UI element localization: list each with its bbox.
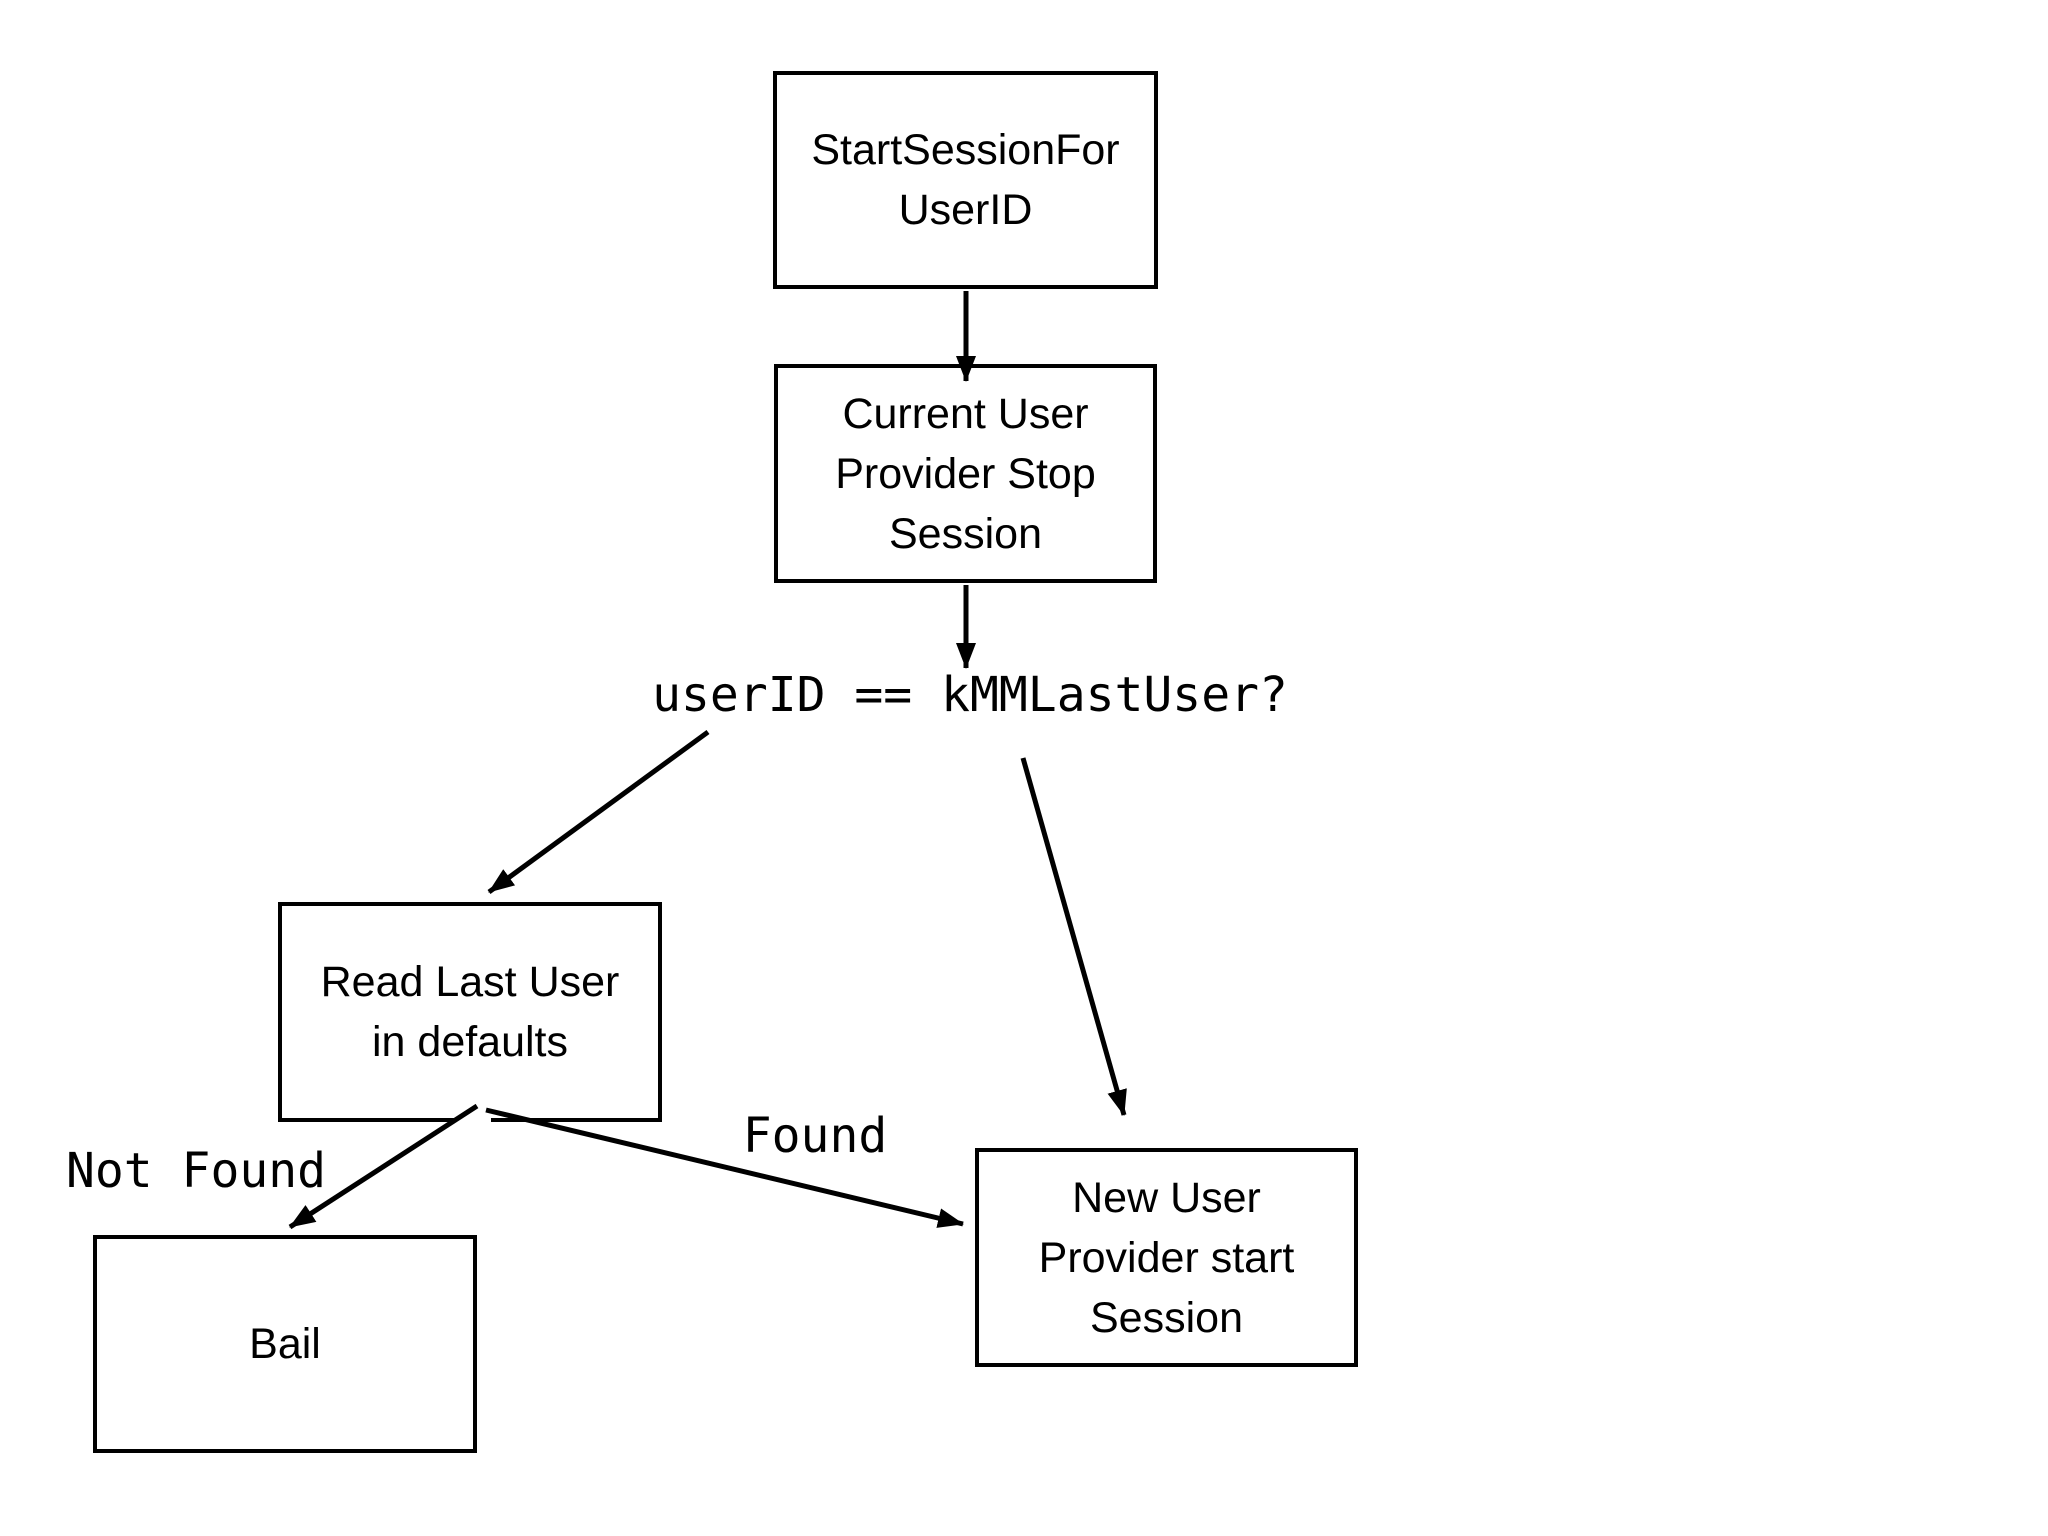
node-label-line: Provider start: [1038, 1233, 1295, 1282]
node-label-line: Provider Stop: [835, 449, 1096, 498]
node-label-line: in defaults: [371, 1018, 569, 1066]
node-label-line: UserID: [898, 186, 1033, 234]
node-start-session-for-userid: StartSessionFor UserID: [773, 71, 1158, 289]
node-new-user-provider-start-session: New User Provider start Session: [975, 1148, 1358, 1367]
edge-decision-to-read-last-user: [487, 729, 710, 895]
node-label-line: Read Last User: [320, 958, 620, 1006]
node-bail: Bail: [93, 1235, 477, 1453]
node-current-user-provider-stop-session: Current User Provider Stop Session: [774, 364, 1157, 583]
decision-label: userID == kMMLastUser?: [652, 667, 1288, 723]
edge-label-found: Found: [742, 1108, 888, 1164]
node-label-line: StartSessionFor: [811, 126, 1120, 174]
node-label-line: Current User: [842, 389, 1089, 438]
node-label-line: Bail: [249, 1320, 321, 1368]
edge-read-last-user-to-new-user: [485, 1107, 964, 1228]
node-read-last-user-in-defaults: Read Last User in defaults: [278, 902, 662, 1122]
edge-decision-to-new-user: [1020, 757, 1127, 1116]
edge-label-not-found: Not Found: [65, 1143, 327, 1199]
node-label-line: New User: [1072, 1173, 1261, 1222]
node-label-line: Session: [889, 509, 1042, 558]
node-label-line: Session: [1090, 1293, 1243, 1342]
